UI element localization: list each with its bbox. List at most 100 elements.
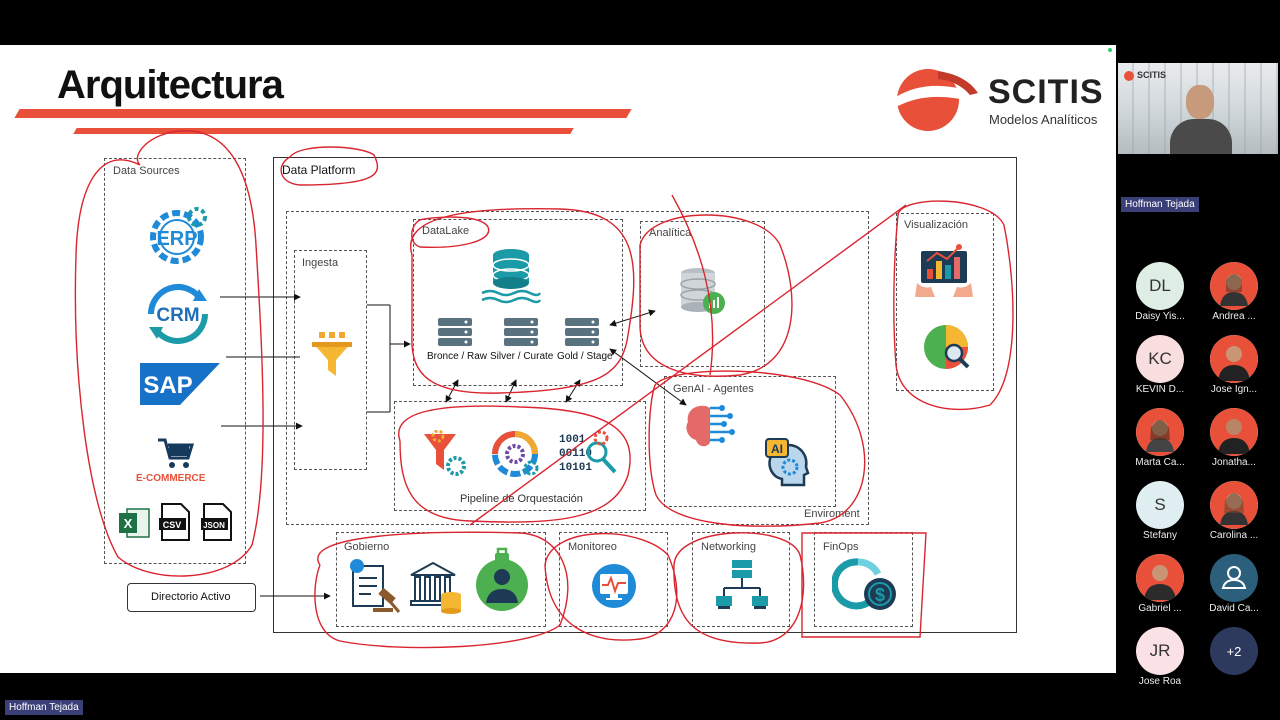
ecommerce-label: E-COMMERCE	[136, 473, 206, 484]
participant-tile[interactable]: Andrea ...	[1202, 262, 1266, 332]
pipeline-funnel-gear-icon	[424, 430, 466, 476]
person-photo-icon	[1136, 554, 1184, 602]
participant-tile[interactable]: DL Daisy Yis...	[1128, 262, 1192, 332]
directorio-activo-label: Directorio Activo	[151, 591, 231, 603]
scitis-logo-icon	[896, 69, 978, 131]
participant-name: Daisy Yis...	[1135, 311, 1185, 322]
participant-tile[interactable]: Gabriel ...	[1128, 554, 1192, 624]
binary-search-icon: 1001 00110 10101	[559, 430, 617, 474]
monitoring-screen-icon	[592, 564, 636, 608]
shopping-cart-icon	[158, 438, 195, 468]
analytics-database-icon	[680, 268, 725, 314]
participant-tile[interactable]: JR Jose Roa	[1128, 627, 1192, 697]
layer-bronce-label: Bronce / Raw	[427, 351, 488, 362]
avatar	[1136, 408, 1184, 456]
participant-name: Marta Ca...	[1135, 457, 1185, 468]
avatar	[1210, 408, 1258, 456]
ai-badge-text: AI	[771, 442, 783, 456]
monitoreo-label: Monitoreo	[568, 541, 617, 553]
excel-icon: X	[119, 508, 150, 538]
participant-name: Jose Roa	[1138, 676, 1182, 687]
svg-text:X: X	[124, 516, 133, 531]
presenter-video-tile[interactable]: SCITIS	[1118, 63, 1278, 154]
pipeline-label: Pipeline de Orquestación	[460, 493, 583, 505]
slide-title: Arquitectura	[57, 63, 284, 107]
title-underline	[14, 109, 632, 118]
finops-label: FinOps	[823, 541, 859, 553]
binary-line-1: 1001	[559, 434, 586, 446]
ingesta-label: Ingesta	[302, 257, 339, 269]
ai-agent-head-icon: AI	[765, 438, 810, 487]
funnel-icon	[312, 332, 352, 376]
presenter-name-tag: Hoffman Tejada	[1121, 197, 1199, 212]
person-photo-icon	[1136, 408, 1184, 456]
more-participants-button[interactable]: +2	[1202, 627, 1266, 697]
avatar: KC	[1136, 335, 1184, 383]
participant-name: Jose Ign...	[1210, 384, 1258, 395]
person-photo-icon	[1210, 262, 1258, 310]
participant-name: Gabriel ...	[1138, 603, 1182, 614]
avatar-initials: S	[1154, 495, 1166, 514]
gobierno-label: Gobierno	[344, 541, 390, 553]
crm-icon: CRM	[148, 283, 208, 345]
data-platform-label: Data Platform	[282, 163, 356, 177]
network-topology-icon	[716, 560, 768, 609]
speaker-indicator	[1108, 48, 1112, 52]
networking-label: Networking	[701, 541, 757, 553]
csv-text: CSV	[163, 520, 182, 530]
avatar-initials: KC	[1148, 349, 1172, 368]
active-speaker-name-tag: Hoffman Tejada	[5, 700, 83, 715]
finops-cost-icon: $	[832, 558, 896, 610]
logo-name: SCITIS	[988, 73, 1104, 111]
datalake-label: DataLake	[422, 225, 470, 237]
avatar: JR	[1136, 627, 1184, 675]
participant-tile[interactable]: Marta Ca...	[1128, 408, 1192, 478]
data-sources-label: Data Sources	[113, 165, 180, 177]
avatar-initials: DL	[1149, 276, 1171, 295]
json-file-icon: JSON	[201, 503, 232, 541]
title-underline-secondary	[73, 128, 574, 134]
participant-name: Stefany	[1143, 530, 1177, 541]
data-lake-icon	[481, 249, 542, 304]
avatar	[1136, 554, 1184, 602]
dashboard-chart-icon	[915, 244, 973, 297]
avatar: +2	[1210, 627, 1258, 675]
crm-text: CRM	[156, 305, 199, 326]
svg-text:$: $	[875, 585, 885, 605]
layer-silver-label: Silver / Curate	[490, 351, 554, 362]
user-security-lock-icon	[476, 547, 528, 611]
person-photo-icon	[1210, 481, 1258, 529]
layer-gold-label: Gold / Stage	[557, 351, 613, 362]
participant-tile[interactable]: Carolina ...	[1202, 481, 1266, 551]
person-photo-icon	[1210, 335, 1258, 383]
participant-tile[interactable]: David Ca...	[1202, 554, 1266, 624]
participant-tile[interactable]: Jose Ign...	[1202, 335, 1266, 405]
institution-database-icon	[410, 561, 461, 614]
participant-tile[interactable]: S Stefany	[1128, 481, 1192, 551]
participant-name: KEVIN D...	[1135, 384, 1185, 395]
logo-subtitle: Modelos Analíticos	[989, 112, 1098, 127]
ingesta-box	[294, 250, 367, 470]
pie-chart-magnifier-icon	[924, 325, 970, 369]
person-photo-icon	[1210, 408, 1258, 456]
participants-panel: SCITIS Hoffman Tejada DL Daisy Yis... An…	[1116, 45, 1280, 687]
ai-brain-icon	[686, 405, 735, 447]
participant-name: David Ca...	[1209, 603, 1259, 614]
directorio-activo-box	[127, 583, 256, 612]
generic-user-icon	[1221, 566, 1247, 589]
avatar: DL	[1136, 262, 1184, 310]
avatar-initials: JR	[1149, 641, 1171, 660]
sap-text: SAP	[143, 372, 192, 399]
binary-line-3: 10101	[559, 462, 592, 474]
cam-logo-text: SCITIS	[1137, 70, 1167, 80]
avatar	[1210, 262, 1258, 310]
participant-tile[interactable]: KC KEVIN D...	[1128, 335, 1192, 405]
avatar	[1210, 554, 1258, 602]
participant-name: Andrea ...	[1212, 311, 1256, 322]
sap-logo-icon: SAP	[140, 363, 220, 405]
genai-label: GenAI - Agentes	[673, 383, 754, 395]
gold-server-icon	[565, 318, 599, 346]
participant-tile[interactable]: Jonatha...	[1202, 408, 1266, 478]
json-text: JSON	[203, 521, 225, 530]
cam-logo-icon	[1124, 71, 1134, 81]
